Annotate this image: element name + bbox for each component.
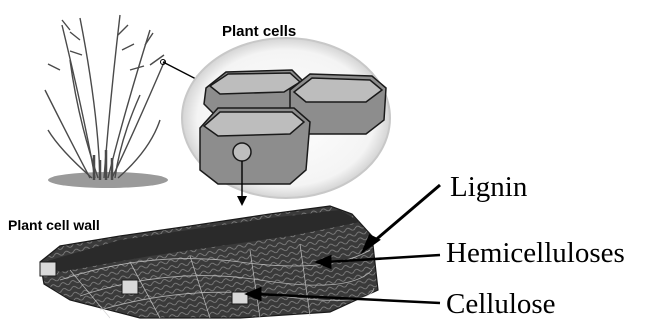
plant-cells-label: Plant cells <box>222 23 296 40</box>
hemicelluloses-label: Hemicelluloses <box>446 237 625 269</box>
lignin-pointer <box>372 185 440 243</box>
plant-cell-wall-label: Plant cell wall <box>8 217 100 233</box>
lignin-label: Lignin <box>450 171 528 203</box>
grass-plant-illustration <box>45 15 168 188</box>
cellulose-label: Cellulose <box>446 288 556 320</box>
